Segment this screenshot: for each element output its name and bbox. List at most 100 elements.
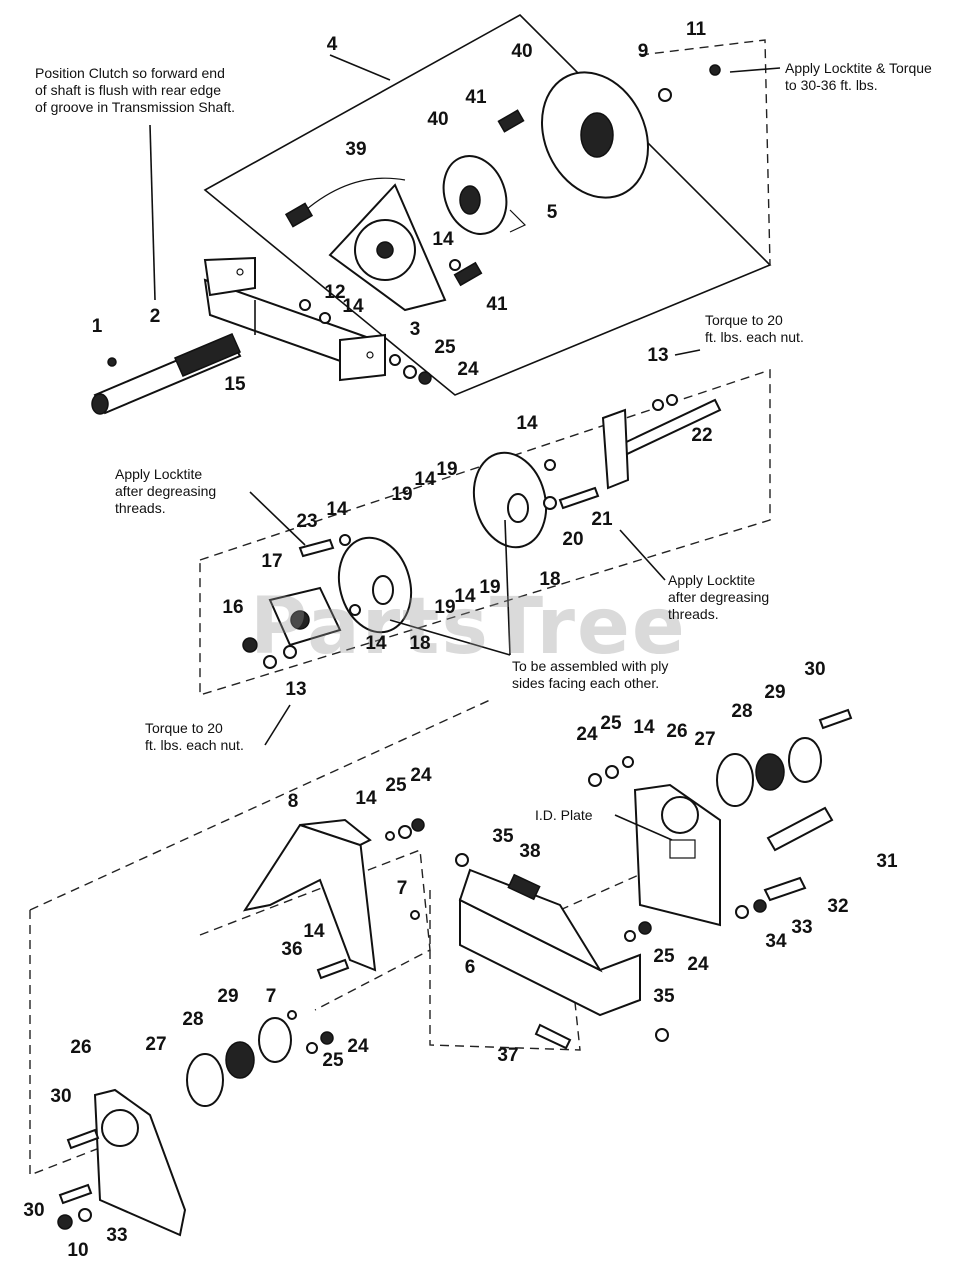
washer-part-34 <box>735 905 749 919</box>
callout-30: 30 <box>804 659 826 680</box>
washer-part-25-right <box>605 765 619 779</box>
callout-39: 39 <box>345 139 367 160</box>
note-id-plate: I.D. Plate <box>535 807 593 823</box>
note-torque-20-bottom: Torque to 20 ft. lbs. each nut. <box>145 720 244 753</box>
bolt-part-21 <box>558 486 600 510</box>
callout-14: 14 <box>633 717 655 738</box>
callout-35: 35 <box>492 826 514 847</box>
callout-16: 16 <box>222 597 244 618</box>
callout-12: 12 <box>324 282 346 303</box>
callout-4: 4 <box>326 34 338 55</box>
callout-30: 30 <box>23 1200 45 1221</box>
washer-part-9 <box>658 88 672 102</box>
callout-23: 23 <box>296 511 318 532</box>
callout-17: 17 <box>261 551 283 572</box>
left-dashed-line <box>29 699 491 911</box>
pin-part-5 <box>509 209 527 233</box>
nut-part-24-low <box>638 921 652 935</box>
callout-13: 13 <box>647 345 669 366</box>
field-coil-part-39 <box>284 177 447 312</box>
bolt-part-30-a <box>66 1128 100 1150</box>
washer-part-14-c <box>385 831 395 841</box>
nut-part-10 <box>57 1214 73 1230</box>
callout-24: 24 <box>576 724 598 745</box>
washer-part-14-left <box>339 534 351 546</box>
washer-part-14-low <box>349 604 361 616</box>
nut-part-35-bottom <box>655 1028 669 1042</box>
callout-36: 36 <box>281 939 303 960</box>
callout-19: 19 <box>391 484 413 505</box>
callout-18: 18 <box>409 633 431 654</box>
callout-25: 25 <box>385 775 407 796</box>
callout-25: 25 <box>653 946 675 967</box>
callout-29: 29 <box>217 986 239 1007</box>
callout-35: 35 <box>653 986 675 1007</box>
callout-14: 14 <box>454 586 476 607</box>
callout-13: 13 <box>285 679 307 700</box>
setscrew-part-1 <box>107 357 117 367</box>
shaft-part-2 <box>91 333 242 415</box>
callout-10: 10 <box>67 1240 89 1261</box>
washer-part-7-low <box>287 1010 297 1020</box>
note-clutch-position: Position Clutch so forward end of shaft … <box>35 65 235 115</box>
callout-1: 1 <box>91 316 103 337</box>
partstree-watermark: PartsTree <box>250 582 687 672</box>
callout-40: 40 <box>511 41 533 62</box>
note-locktite-right: Apply Locktite after degreasing threads. <box>668 572 770 622</box>
washer-part-20 <box>543 496 557 510</box>
spring-part-41-bottom <box>453 261 483 287</box>
callout-9: 9 <box>637 41 649 62</box>
bearing-part-28-right <box>755 753 785 791</box>
bearing-part-28-left <box>225 1041 255 1079</box>
bolt-part-30-b <box>58 1183 93 1205</box>
callout-31: 31 <box>876 851 898 872</box>
flange-part-27-left <box>186 1053 224 1107</box>
callout-3: 3 <box>409 319 421 340</box>
callout-11: 11 <box>685 19 707 40</box>
callout-29: 29 <box>764 682 786 703</box>
callout-14: 14 <box>414 469 436 490</box>
callout-7: 7 <box>265 986 277 1007</box>
callout-5: 5 <box>546 202 558 223</box>
callout-19: 19 <box>479 577 501 598</box>
flange-part-27-right <box>716 753 754 807</box>
bolt-part-11 <box>709 64 721 76</box>
callout-14: 14 <box>326 499 348 520</box>
callout-14: 14 <box>342 296 364 317</box>
callout-32: 32 <box>827 896 849 917</box>
callout-33: 33 <box>106 1225 128 1246</box>
bolt-part-23 <box>298 538 335 558</box>
collar-part-29-left <box>258 1017 292 1063</box>
shaft-part-22 <box>601 398 722 490</box>
callout-14: 14 <box>355 788 377 809</box>
callout-25: 25 <box>322 1050 344 1071</box>
callout-28: 28 <box>731 701 753 722</box>
callout-25: 25 <box>434 337 456 358</box>
callout-15: 15 <box>224 374 246 395</box>
note-torque-20-top: Torque to 20 ft. lbs. each nut. <box>705 312 804 345</box>
callout-22: 22 <box>691 425 713 446</box>
callout-2: 2 <box>149 306 161 327</box>
bolt-part-32 <box>763 876 807 902</box>
nut-part-16 <box>242 637 258 653</box>
washer-part-25-mid <box>398 825 412 839</box>
washer-part-14-right <box>622 756 634 768</box>
washer-part-25-top <box>403 365 417 379</box>
callout-14: 14 <box>432 229 454 250</box>
callout-24: 24 <box>347 1036 369 1057</box>
callout-14: 14 <box>303 921 325 942</box>
brake-group-outline <box>199 369 771 696</box>
callout-30: 30 <box>50 1086 72 1107</box>
bolt-part-31 <box>766 806 834 852</box>
nut-part-13-b <box>283 645 297 659</box>
rotor-part-40 <box>442 155 508 235</box>
guard-part-8 <box>242 818 377 972</box>
callout-26: 26 <box>70 1037 92 1058</box>
nut-part-33-right <box>753 899 767 913</box>
callout-24: 24 <box>687 954 709 975</box>
bolt-part-30-right <box>818 708 853 730</box>
nut-part-13-c <box>652 399 664 411</box>
note-ply-sides: To be assembled with ply sides facing ea… <box>512 658 669 691</box>
callout-34: 34 <box>765 931 787 952</box>
